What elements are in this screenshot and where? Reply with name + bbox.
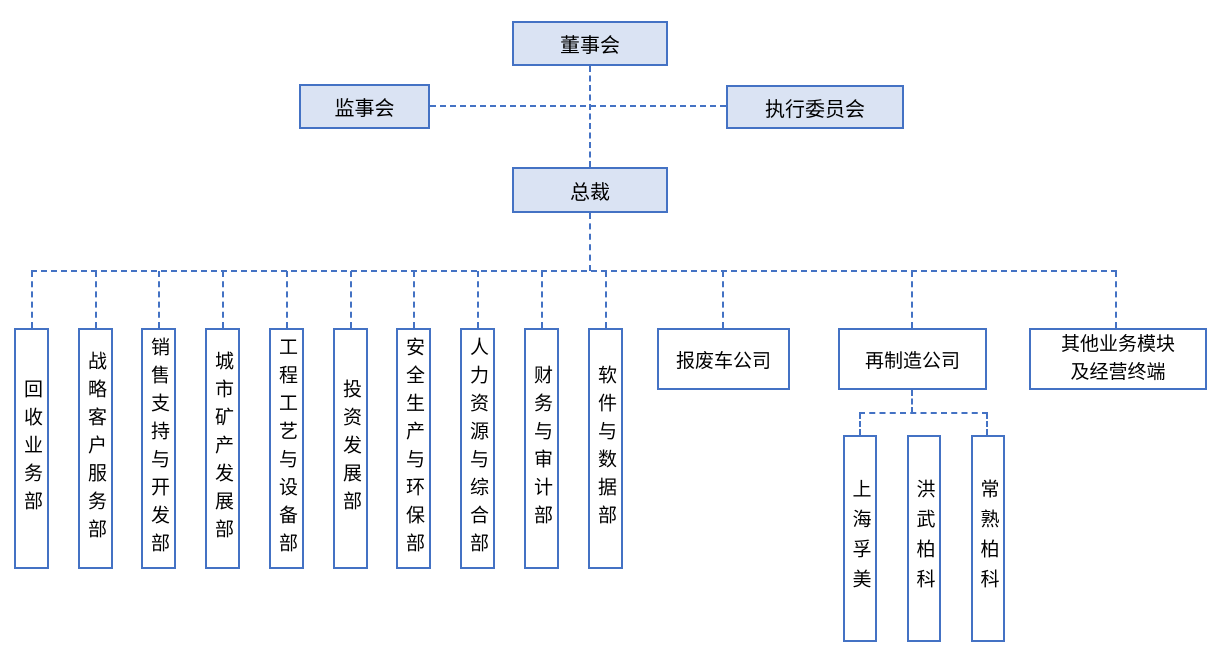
node-supervisory-board: 监事会 xyxy=(299,84,430,129)
connector-supervisory-to-executive xyxy=(430,105,726,107)
connector-drop-other-business xyxy=(1115,271,1117,328)
node-department-urban-mining-development: 城市矿产发展部 xyxy=(205,328,240,569)
subsidiary-label: 常熟柏科 xyxy=(977,478,999,599)
connector-main-distribution-line xyxy=(31,270,1117,272)
connector-remanufacturing-to-branch xyxy=(911,390,913,413)
department-label: 安全生产与环保部 xyxy=(403,336,424,561)
department-label: 战略客户服务部 xyxy=(85,350,106,547)
company-label: 其他业务模块 及经营终端 xyxy=(1061,331,1175,386)
connector-drop-dept-8 xyxy=(477,271,479,328)
connector-drop-dept-5 xyxy=(286,271,288,328)
connector-drop-subsidiary-3 xyxy=(986,413,988,435)
company-label: 报废车公司 xyxy=(675,350,771,372)
node-department-recycling: 回收业务部 xyxy=(14,328,49,569)
connector-board-to-president xyxy=(589,66,591,167)
connector-president-to-mainline xyxy=(589,213,591,271)
department-label: 销售支持与开发部 xyxy=(148,336,169,561)
node-department-sales-support-development: 销售支持与开发部 xyxy=(141,328,176,569)
connector-drop-dept-6 xyxy=(350,271,352,328)
connector-subsidiary-branch-line xyxy=(859,412,988,414)
node-executive-committee: 执行委员会 xyxy=(726,85,904,129)
connector-drop-scrap-car xyxy=(722,271,724,328)
connector-drop-dept-10 xyxy=(605,271,607,328)
department-label: 工程工艺与设备部 xyxy=(276,336,297,561)
node-subsidiary-hongwu-baike: 洪武柏科 xyxy=(907,435,941,642)
connector-drop-dept-4 xyxy=(222,271,224,328)
node-department-investment-development: 投资发展部 xyxy=(333,328,368,569)
node-board-label: 董事会 xyxy=(560,35,620,57)
department-label: 回收业务部 xyxy=(21,378,42,519)
node-department-engineering-equipment: 工程工艺与设备部 xyxy=(269,328,304,569)
node-company-remanufacturing: 再制造公司 xyxy=(838,328,987,390)
connector-drop-dept-7 xyxy=(413,271,415,328)
node-company-scrap-car: 报废车公司 xyxy=(657,328,790,390)
node-department-hr-general: 人力资源与综合部 xyxy=(460,328,495,569)
connector-drop-dept-3 xyxy=(158,271,160,328)
company-label-line1: 其他业务模块 xyxy=(1060,334,1175,356)
department-label: 投资发展部 xyxy=(340,378,361,519)
node-subsidiary-shanghai-fumei: 上海孚美 xyxy=(843,435,877,642)
subsidiary-label: 上海孚美 xyxy=(849,478,871,599)
department-label: 软件与数据部 xyxy=(595,364,616,533)
department-label: 人力资源与综合部 xyxy=(467,336,488,561)
subsidiary-label: 洪武柏科 xyxy=(913,478,935,599)
node-department-strategic-customer-service: 战略客户服务部 xyxy=(78,328,113,569)
connector-drop-remanufacturing xyxy=(911,271,913,328)
node-subsidiary-changshu-baike: 常熟柏科 xyxy=(971,435,1005,642)
node-board-of-directors: 董事会 xyxy=(512,21,668,66)
company-label: 再制造公司 xyxy=(864,350,960,372)
node-supervisory-label: 监事会 xyxy=(334,98,395,120)
company-label-line2: 及经营终端 xyxy=(1070,362,1166,383)
department-label: 财务与审计部 xyxy=(531,364,552,533)
connector-drop-dept-1 xyxy=(31,271,33,328)
connector-drop-dept-2 xyxy=(95,271,97,328)
node-department-software-data: 软件与数据部 xyxy=(588,328,623,569)
node-executive-label: 执行委员会 xyxy=(765,98,865,121)
connector-drop-dept-9 xyxy=(541,271,543,328)
node-president: 总裁 xyxy=(512,167,668,213)
node-department-safety-environment: 安全生产与环保部 xyxy=(396,328,431,569)
node-department-finance-audit: 财务与审计部 xyxy=(524,328,559,569)
node-president-label: 总裁 xyxy=(570,181,610,204)
node-company-other-business-modules: 其他业务模块 及经营终端 xyxy=(1029,328,1207,390)
connector-drop-subsidiary-1 xyxy=(859,413,861,435)
department-label: 城市矿产发展部 xyxy=(212,350,233,547)
